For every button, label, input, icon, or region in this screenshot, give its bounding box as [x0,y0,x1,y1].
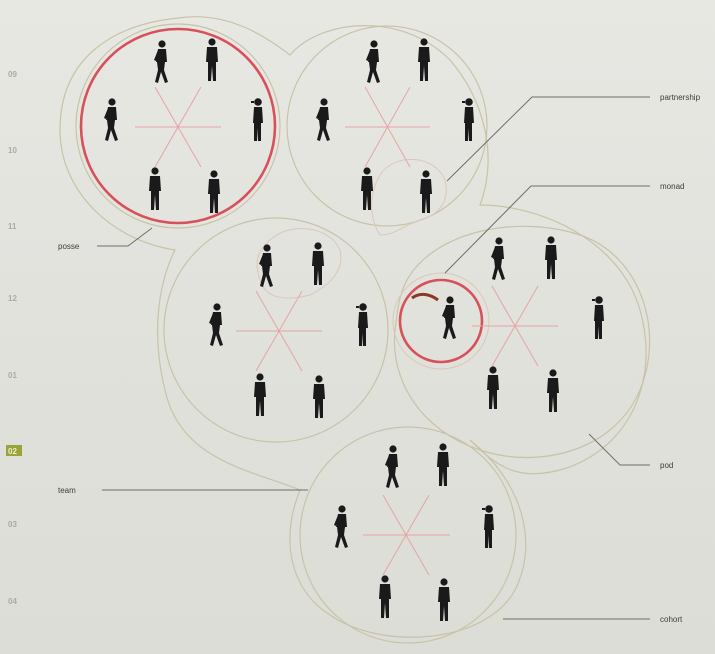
margin-numbers: 09 10 11 12 01 02 03 04 [6,70,22,606]
group-people [334,443,494,621]
group-middle-left [164,218,388,442]
person-figure [334,505,348,548]
label-cohort: cohort [660,615,683,624]
person-figure [254,373,266,416]
pod-bubble [394,226,649,457]
person-figure [316,98,330,141]
monad-arrow [412,294,438,300]
label-monad: monad [660,182,684,191]
person-figure [312,242,324,285]
person-figure [482,505,494,548]
person-figure [206,38,218,81]
group-posse [76,24,280,228]
person-figure [251,98,263,141]
cohort-outline [60,17,646,638]
margin-number: 03 [8,520,17,529]
label-team: team [58,486,76,495]
person-figure [385,445,399,488]
person-figure [154,40,168,83]
person-figure [209,303,223,346]
margin-number: 12 [8,294,17,303]
group-spokes [345,87,430,167]
posse-people [104,38,263,213]
person-figure [356,303,368,346]
person-figure [418,38,430,81]
margin-number: 04 [8,597,17,606]
group-people [209,242,368,418]
cohort-boundary [60,17,646,638]
person-figure [104,98,118,141]
posse-spokes [135,87,221,167]
margin-number-active: 02 [8,447,17,456]
person-figure [366,40,380,83]
monad-bubble [393,273,489,369]
posse-leader [97,228,152,246]
group-top-right [287,26,487,235]
person-figure [437,443,449,486]
group-spokes [363,495,450,575]
margin-number: 11 [8,222,17,231]
margin-number: 10 [8,146,17,155]
person-figure [361,167,373,210]
person-figure [462,98,474,141]
label-pod: pod [660,461,673,470]
group-bubble [164,218,388,442]
person-figure [438,578,450,621]
person-figure [491,237,505,280]
person-figure [149,167,161,210]
person-figure [208,170,220,213]
person-figure [547,369,559,412]
person-figure [592,296,604,339]
person-figure [442,296,456,339]
person-figure [379,575,391,618]
label-posse: posse [58,242,80,251]
group-spokes [472,286,558,366]
group-spokes [236,291,322,371]
label-partnership: partnership [660,93,701,102]
margin-number: 01 [8,371,17,380]
group-people [442,236,604,412]
leader-lines [97,97,650,619]
monad-red-ring [400,280,482,362]
person-figure [313,375,325,418]
person-figure [487,366,499,409]
person-figure [545,236,557,279]
group-bottom [300,427,516,643]
margin-number: 09 [8,70,17,79]
group-pod [393,226,650,457]
group-people [316,38,474,213]
person-figure [420,170,432,213]
